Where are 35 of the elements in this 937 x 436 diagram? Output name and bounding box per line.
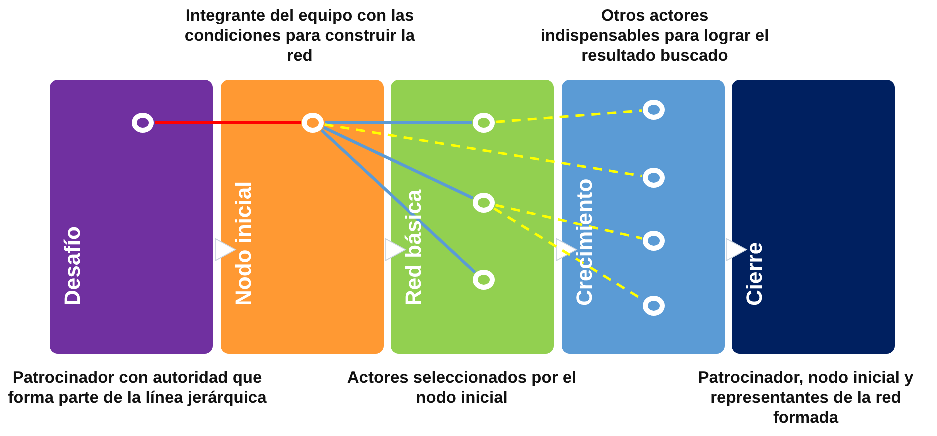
stage-arrow <box>554 238 578 262</box>
stage-column <box>562 80 725 354</box>
node-circle <box>643 100 665 120</box>
stage-arrow <box>725 238 748 262</box>
connector-line <box>320 129 476 274</box>
node-circle <box>643 231 665 251</box>
connector-line <box>495 204 643 240</box>
annotation-text: Otros actores indispensables para lograr el resultado buscado <box>540 6 770 66</box>
stage-label: Cierre <box>742 242 768 306</box>
annotation-text: Patrocinador con autoridad que forma parte de la línea jerárquica <box>7 368 268 408</box>
stage-arrow <box>384 238 406 262</box>
node-circle <box>473 113 495 133</box>
node-circle <box>473 193 495 213</box>
connector-line <box>324 124 642 178</box>
stage-column <box>391 80 554 354</box>
stage-arrow <box>213 238 236 262</box>
annotation-text: Actores seleccionados por el nodo inicial <box>346 368 578 408</box>
connector-line <box>496 110 642 124</box>
stage-label: Crecimiento <box>572 178 598 306</box>
node-circle <box>643 168 665 188</box>
stage-label: Nodo inicial <box>231 181 257 306</box>
stage-label: Desafío <box>60 226 86 306</box>
node-circle <box>302 113 324 133</box>
node-circle <box>473 270 495 290</box>
stage-column <box>732 80 895 354</box>
annotation-text: Integrante del equipo con las condiciones para construir la red <box>184 6 416 66</box>
challenge-column <box>50 80 213 354</box>
connector-line <box>325 122 472 124</box>
node-circle <box>132 113 154 133</box>
stage-label: Red básica <box>401 190 427 306</box>
connector-line <box>323 126 474 200</box>
connector-line <box>155 122 301 124</box>
node-circle <box>643 296 665 316</box>
annotation-text: Patrocinador, nodo inicial y representantes de la red formada <box>697 368 915 428</box>
stage-column <box>221 80 384 354</box>
